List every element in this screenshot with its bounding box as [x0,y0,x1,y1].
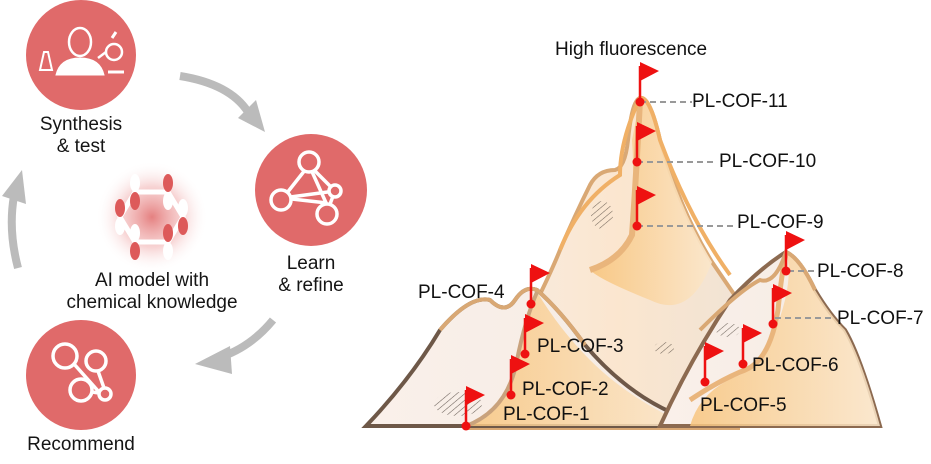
flag-base-dot [632,221,642,231]
flag-banner [531,264,550,283]
leader-lines [637,101,835,319]
flag-icon-pl-cof-1 [461,386,485,431]
flag-base-dot [700,377,710,387]
flag-icon-pl-cof-5 [700,342,724,387]
material-label-pl-cof-10: PL-COF-10 [719,151,817,172]
material-label-pl-cof-6: PL-COF-6 [752,355,839,376]
ai-model-label: AI model with chemical knowledge [52,270,252,314]
flag-icon-pl-cof-8 [781,231,805,276]
flag-banner [705,342,724,361]
flag-banner [786,231,805,250]
flag-banner [640,62,659,81]
arrow-recommend-to-synthesis [2,170,26,270]
learn-label-line2: & refine [278,275,344,296]
flag-banner [743,324,762,343]
arrow-synthesis-to-learn [179,72,265,132]
network-graph-icon [269,150,343,226]
material-label-pl-cof-4: PL-COF-4 [418,282,505,303]
flag-base-dot [635,97,645,107]
recommend-label: Recommend [21,434,141,456]
learn-label: Learn & refine [251,253,371,297]
flag-icon-pl-cof-3 [520,314,544,359]
flag-icon-pl-cof-4 [526,264,550,309]
synthesis-label-line1: Synthesis [39,114,123,135]
material-label-pl-cof-8: PL-COF-8 [817,261,904,282]
linked-nodes-icon [51,342,113,403]
flag-base-dot [781,266,791,276]
flag-banner [466,386,485,405]
synthesis-label-line2: & test [56,136,106,157]
synthesis-label: Synthesis & test [21,114,141,158]
flag-icon-pl-cof-9 [632,186,656,231]
scientist-lab-icon [38,26,124,76]
landscape-title: High fluorescence [555,39,708,60]
flag-base-dot [461,421,471,431]
material-label-pl-cof-3: PL-COF-3 [537,336,624,357]
flag-icon-pl-cof-10 [632,122,656,167]
synthesis-step-circle [26,0,136,110]
material-label-pl-cof-7: PL-COF-7 [837,308,924,329]
recommend-step-circle [26,320,136,430]
flag-base-dot [738,359,748,369]
material-label-pl-cof-9: PL-COF-9 [737,212,824,233]
flag-base-dot [768,319,778,329]
flag-icon-pl-cof-2 [506,355,530,400]
flag-base-dot [526,299,536,309]
ai-model-orb [96,161,208,273]
flag-banner [637,122,656,141]
learn-label-line1: Learn [286,253,336,274]
benzene-orbital-icon [115,174,188,260]
learn-step-circle [255,134,367,246]
material-label-pl-cof-2: PL-COF-2 [522,379,609,400]
flag-base-dot [632,157,642,167]
flag-banner [773,284,792,303]
flag-base-dot [506,390,516,400]
recommend-label-line1: Recommend [27,434,135,455]
flag-icon-pl-cof-6 [738,324,762,369]
ai-model-label-line1: AI model with [94,270,210,291]
material-label-pl-cof-1: PL-COF-1 [503,404,590,425]
arrow-learn-to-recommend [195,317,277,374]
flag-icon-pl-cof-7 [768,284,792,329]
ai-model-label-line2: chemical knowledge [66,292,238,313]
material-label-pl-cof-11: PL-COF-11 [692,91,788,112]
flag-icon-pl-cof-11 [635,62,659,107]
material-label-pl-cof-5: PL-COF-5 [700,395,787,416]
flag-banner [525,314,544,333]
flag-banner [637,186,656,205]
flag-banner [511,355,530,374]
flag-base-dot [520,349,530,359]
